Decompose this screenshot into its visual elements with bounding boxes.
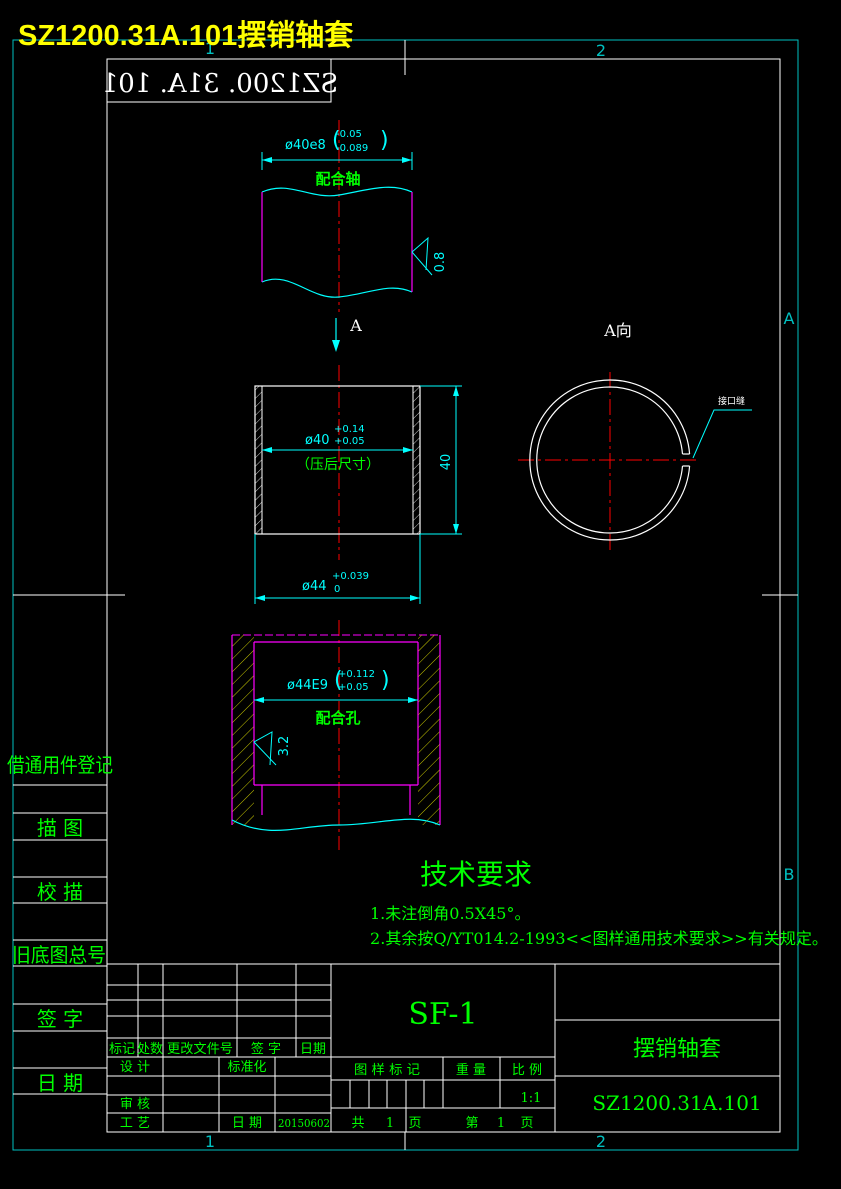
row-a-label: A: [784, 309, 795, 328]
sample-mark-label: 图 样 标 记: [354, 1063, 420, 1078]
design-label: 设 计: [120, 1060, 150, 1075]
page-label: 第: [465, 1116, 478, 1131]
rev-header-sign: 签 字: [251, 1041, 281, 1057]
title-block: 标记 处数 更改文件号 签 字 日期 设 计 标准化 审 核 工 艺 日 期 2…: [106, 963, 781, 1133]
scale-value: 1:1: [521, 1091, 542, 1106]
review-label: 审 核: [120, 1097, 150, 1112]
svg-text:): ): [380, 128, 389, 153]
hole-tol-lower: +0.05: [338, 682, 369, 693]
technical-requirements: 技术要求 1.未注倒角0.5X45°。 2.其余按Q/YT014.2-1993<…: [370, 858, 828, 948]
rev-header-doc: 更改文件号: [167, 1042, 233, 1057]
drawing-frame: 1 2 1 2 A B: [12, 39, 799, 1151]
svg-text:): ): [381, 668, 390, 693]
bushing-tol-lower: +0.05: [334, 436, 365, 447]
material-code: SF-1: [408, 997, 477, 1032]
mating-shaft-view: ø40e8 -0.05 -0.089 ( ) 配合轴 0.8 A: [261, 120, 448, 352]
side-label-trace: 描 图: [37, 816, 83, 840]
view-arrow-label: A: [349, 316, 362, 335]
bushing-tol-upper: +0.14: [334, 424, 365, 435]
shaft-roughness: 0.8: [433, 252, 448, 273]
process-label: 工 艺: [120, 1116, 150, 1131]
shaft-label: 配合轴: [315, 170, 360, 188]
rev-header-mark: 标记: [109, 1042, 135, 1057]
view-a-title: A向: [603, 321, 632, 340]
view-a-leader-label: 接口缝: [718, 395, 745, 407]
standardize-label: 标准化: [227, 1060, 266, 1075]
part-code: SZ1200.31A.101: [592, 1091, 761, 1115]
bushing-section-view: ø40 +0.14 +0.05 （压后尺寸） 40 ø44 +0.039 0: [254, 365, 462, 604]
side-label-sign: 签 字: [37, 1007, 83, 1031]
svg-text:(: (: [332, 128, 341, 153]
hole-roughness: 3.2: [277, 736, 292, 757]
total-value: 1: [386, 1116, 394, 1131]
bushing-outer-dim: ø44: [302, 579, 327, 594]
mirrored-code: SZ1200. 31A. 101: [102, 69, 339, 99]
col2-top-label: 2: [596, 41, 606, 60]
row-b-label: B: [784, 865, 795, 884]
col1-bottom-label: 1: [205, 1132, 215, 1151]
page-unit-2: 页: [520, 1116, 533, 1131]
shaft-tol-lower: -0.089: [336, 143, 368, 154]
tech-item-1: 1.未注倒角0.5X45°。: [370, 904, 530, 923]
tech-item-2: 2.其余按Q/YT014.2-1993<<图样通用技术要求>>有关规定。: [370, 929, 828, 948]
weight-label: 重 量: [456, 1062, 486, 1078]
scale-label: 比 例: [512, 1063, 542, 1078]
rev-header-date: 日期: [300, 1042, 326, 1057]
svg-text:(: (: [334, 668, 343, 693]
hole-label: 配合孔: [315, 709, 360, 727]
shaft-tol-upper: -0.05: [336, 129, 362, 140]
bushing-outer-tol-lower: 0: [334, 584, 340, 595]
date-label: 日 期: [232, 1116, 262, 1131]
page-unit: 页: [408, 1116, 421, 1131]
side-label-register: 借通用件登记: [7, 753, 113, 777]
shaft-dimension: ø40e8: [285, 138, 326, 153]
bushing-note: （压后尺寸）: [296, 457, 380, 473]
col2-bottom-label: 2: [596, 1132, 606, 1151]
col1-top-label: 1: [205, 39, 215, 58]
side-label-date: 日 期: [37, 1071, 83, 1095]
rev-header-count: 处数: [137, 1042, 163, 1057]
view-a: A向 接口缝: [518, 321, 752, 550]
page-value: 1: [497, 1116, 505, 1131]
date-value: 20150602: [278, 1117, 330, 1130]
mirrored-code-box: SZ1200. 31A. 101: [102, 58, 339, 103]
bushing-height-dim: 40: [439, 454, 454, 471]
mating-hole-view: ø44E9 +0.112 +0.05 ( ) 配合孔 3.2: [231, 620, 441, 850]
tech-heading: 技术要求: [420, 858, 532, 891]
hole-dimension: ø44E9: [287, 678, 328, 693]
drawing-title: SZ1200.31A.101摆销轴套: [18, 19, 353, 52]
bushing-inner-dim: ø40: [305, 433, 330, 448]
side-label-old-number: 旧底图总号: [12, 943, 106, 967]
hole-tol-upper: +0.112: [338, 669, 375, 680]
part-name: 摆销轴套: [633, 1037, 721, 1062]
side-label-check: 校 描: [37, 880, 83, 904]
bushing-outer-tol-upper: +0.039: [332, 571, 369, 582]
side-panel: 借通用件登记 描 图 校 描 旧底图总号 签 字 日 期: [7, 753, 113, 1095]
total-label: 共: [351, 1116, 364, 1131]
